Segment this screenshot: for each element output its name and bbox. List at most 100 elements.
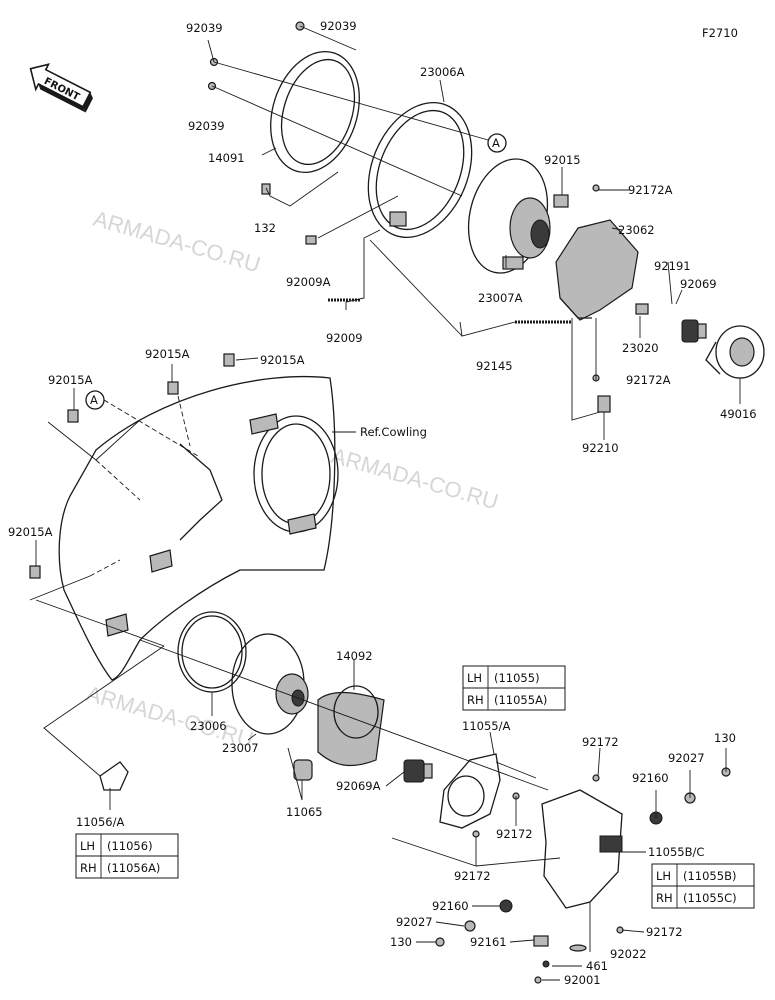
label-92172: 92172 — [646, 925, 683, 939]
table-cell: LH — [467, 671, 482, 685]
label-461: 461 — [586, 959, 608, 973]
lower-hardware — [435, 767, 731, 984]
nut-92015 — [553, 194, 569, 208]
label-92015a: 92015A — [8, 525, 53, 539]
label-11056-a: 11056/A — [76, 815, 124, 829]
grommet-92160-b — [499, 899, 513, 913]
label-92069a: 92069A — [336, 779, 381, 793]
label-23007a: 23007A — [478, 291, 523, 305]
headlight-unit-23007a — [467, 158, 551, 274]
label-92039: 92039 — [320, 19, 357, 33]
callout-a-top — [487, 133, 507, 153]
screw-92172-a — [592, 774, 600, 782]
headlight-unit-23007 — [231, 633, 309, 735]
spacer-92210 — [597, 395, 611, 413]
label-92027: 92027 — [396, 915, 433, 929]
table-cell: (11056) — [107, 839, 153, 853]
label-92009: 92009 — [326, 331, 363, 345]
label-92039: 92039 — [186, 21, 223, 35]
label-92160: 92160 — [632, 771, 669, 785]
nut-92015a-1 — [223, 353, 235, 367]
part-labels: 92039 92039 92039 23006A 14091 132 92015… — [8, 19, 757, 987]
label-92022: 92022 — [610, 947, 647, 961]
leader-lines-cowling — [29, 357, 356, 601]
label-49016: 49016 — [720, 407, 757, 421]
cover-14092 — [317, 685, 385, 767]
label-92015: 92015 — [544, 153, 581, 167]
label-92015a: 92015A — [260, 353, 305, 367]
label-92160: 92160 — [432, 899, 469, 913]
ring-23006 — [177, 611, 247, 693]
variant-table-11055b: LH (11055B) RH (11055C) — [651, 863, 755, 909]
bracket-11055 — [439, 753, 501, 829]
label-92210: 92210 — [582, 441, 619, 455]
label-23007: 23007 — [222, 741, 259, 755]
washer-92027-b — [464, 920, 476, 932]
screw-92009a — [305, 235, 317, 245]
table-cell: RH — [467, 693, 484, 707]
bracket-11056 — [99, 761, 129, 791]
front-arrow-icon: FRONT — [29, 63, 93, 113]
bracket-23062 — [555, 219, 639, 321]
label-92039: 92039 — [188, 119, 225, 133]
leader-lines-lower — [35, 599, 727, 981]
bolt-130-b — [435, 937, 445, 947]
label-92027: 92027 — [668, 751, 705, 765]
grommet-11065 — [293, 759, 313, 781]
bulb-92069a — [403, 759, 433, 783]
label-ref-cowling: Ref.Cowling — [360, 425, 427, 439]
label-14092: 14092 — [336, 649, 373, 663]
label-11055b-c: 11055B/C — [648, 845, 704, 859]
nut-92015a-2 — [167, 381, 179, 395]
label-92145: 92145 — [476, 359, 513, 373]
label-23020: 23020 — [622, 341, 659, 355]
nut-92015a-4 — [29, 565, 41, 579]
spacer-92161 — [533, 935, 549, 947]
label-11065: 11065 — [286, 805, 323, 819]
callout-a-cowling-label: A — [90, 393, 98, 407]
label-23006: 23006 — [190, 719, 227, 733]
watermark: ARMADA-CO.RU — [91, 206, 264, 278]
plate-92022 — [569, 944, 587, 952]
table-cell: LH — [656, 869, 671, 883]
label-23062: 23062 — [618, 223, 655, 237]
label-92172: 92172 — [496, 827, 533, 841]
table-cell: (11055) — [494, 671, 540, 685]
variant-table-11055: LH (11055) RH (11055A) — [462, 665, 566, 711]
mount-ring-23006a — [367, 102, 473, 238]
bulb-92069 — [681, 319, 707, 343]
bolt-92001 — [534, 976, 542, 984]
label-92009a: 92009A — [286, 275, 331, 289]
label-11055-a: 11055/A — [462, 719, 510, 733]
table-cell: (11055B) — [683, 869, 736, 883]
label-92191: 92191 — [654, 259, 691, 273]
watermark: ARMADA-CO.RU — [329, 443, 502, 515]
nut-461 — [542, 960, 550, 968]
label-23006a: 23006A — [420, 65, 465, 79]
callout-a-top-label: A — [492, 136, 500, 150]
label-92172: 92172 — [454, 869, 491, 883]
label-14091: 14091 — [208, 151, 245, 165]
label-92015a: 92015A — [48, 373, 93, 387]
variant-table-11056: LH (11056) RH (11056A) — [75, 833, 179, 879]
table-cell: (11056A) — [107, 861, 160, 875]
figure-code: F2710 — [702, 26, 738, 40]
screw-92172a-top — [592, 184, 600, 192]
label-92015a: 92015A — [145, 347, 190, 361]
bulb-socket-49016 — [705, 325, 765, 379]
callout-a-cowling — [85, 390, 105, 410]
rim-ring-14091 — [270, 50, 360, 174]
table-cell: (11055C) — [683, 891, 737, 905]
label-92172a: 92172A — [628, 183, 673, 197]
table-cell: RH — [80, 861, 97, 875]
label-132: 132 — [254, 221, 276, 235]
table-cell: (11055A) — [494, 693, 547, 707]
label-130: 130 — [714, 731, 736, 745]
label-92001: 92001 — [564, 973, 601, 987]
label-92161: 92161 — [470, 935, 507, 949]
table-cell: RH — [656, 891, 673, 905]
bracket-11055b-c — [541, 789, 623, 909]
label-92172: 92172 — [582, 735, 619, 749]
clip-23020 — [635, 303, 649, 315]
